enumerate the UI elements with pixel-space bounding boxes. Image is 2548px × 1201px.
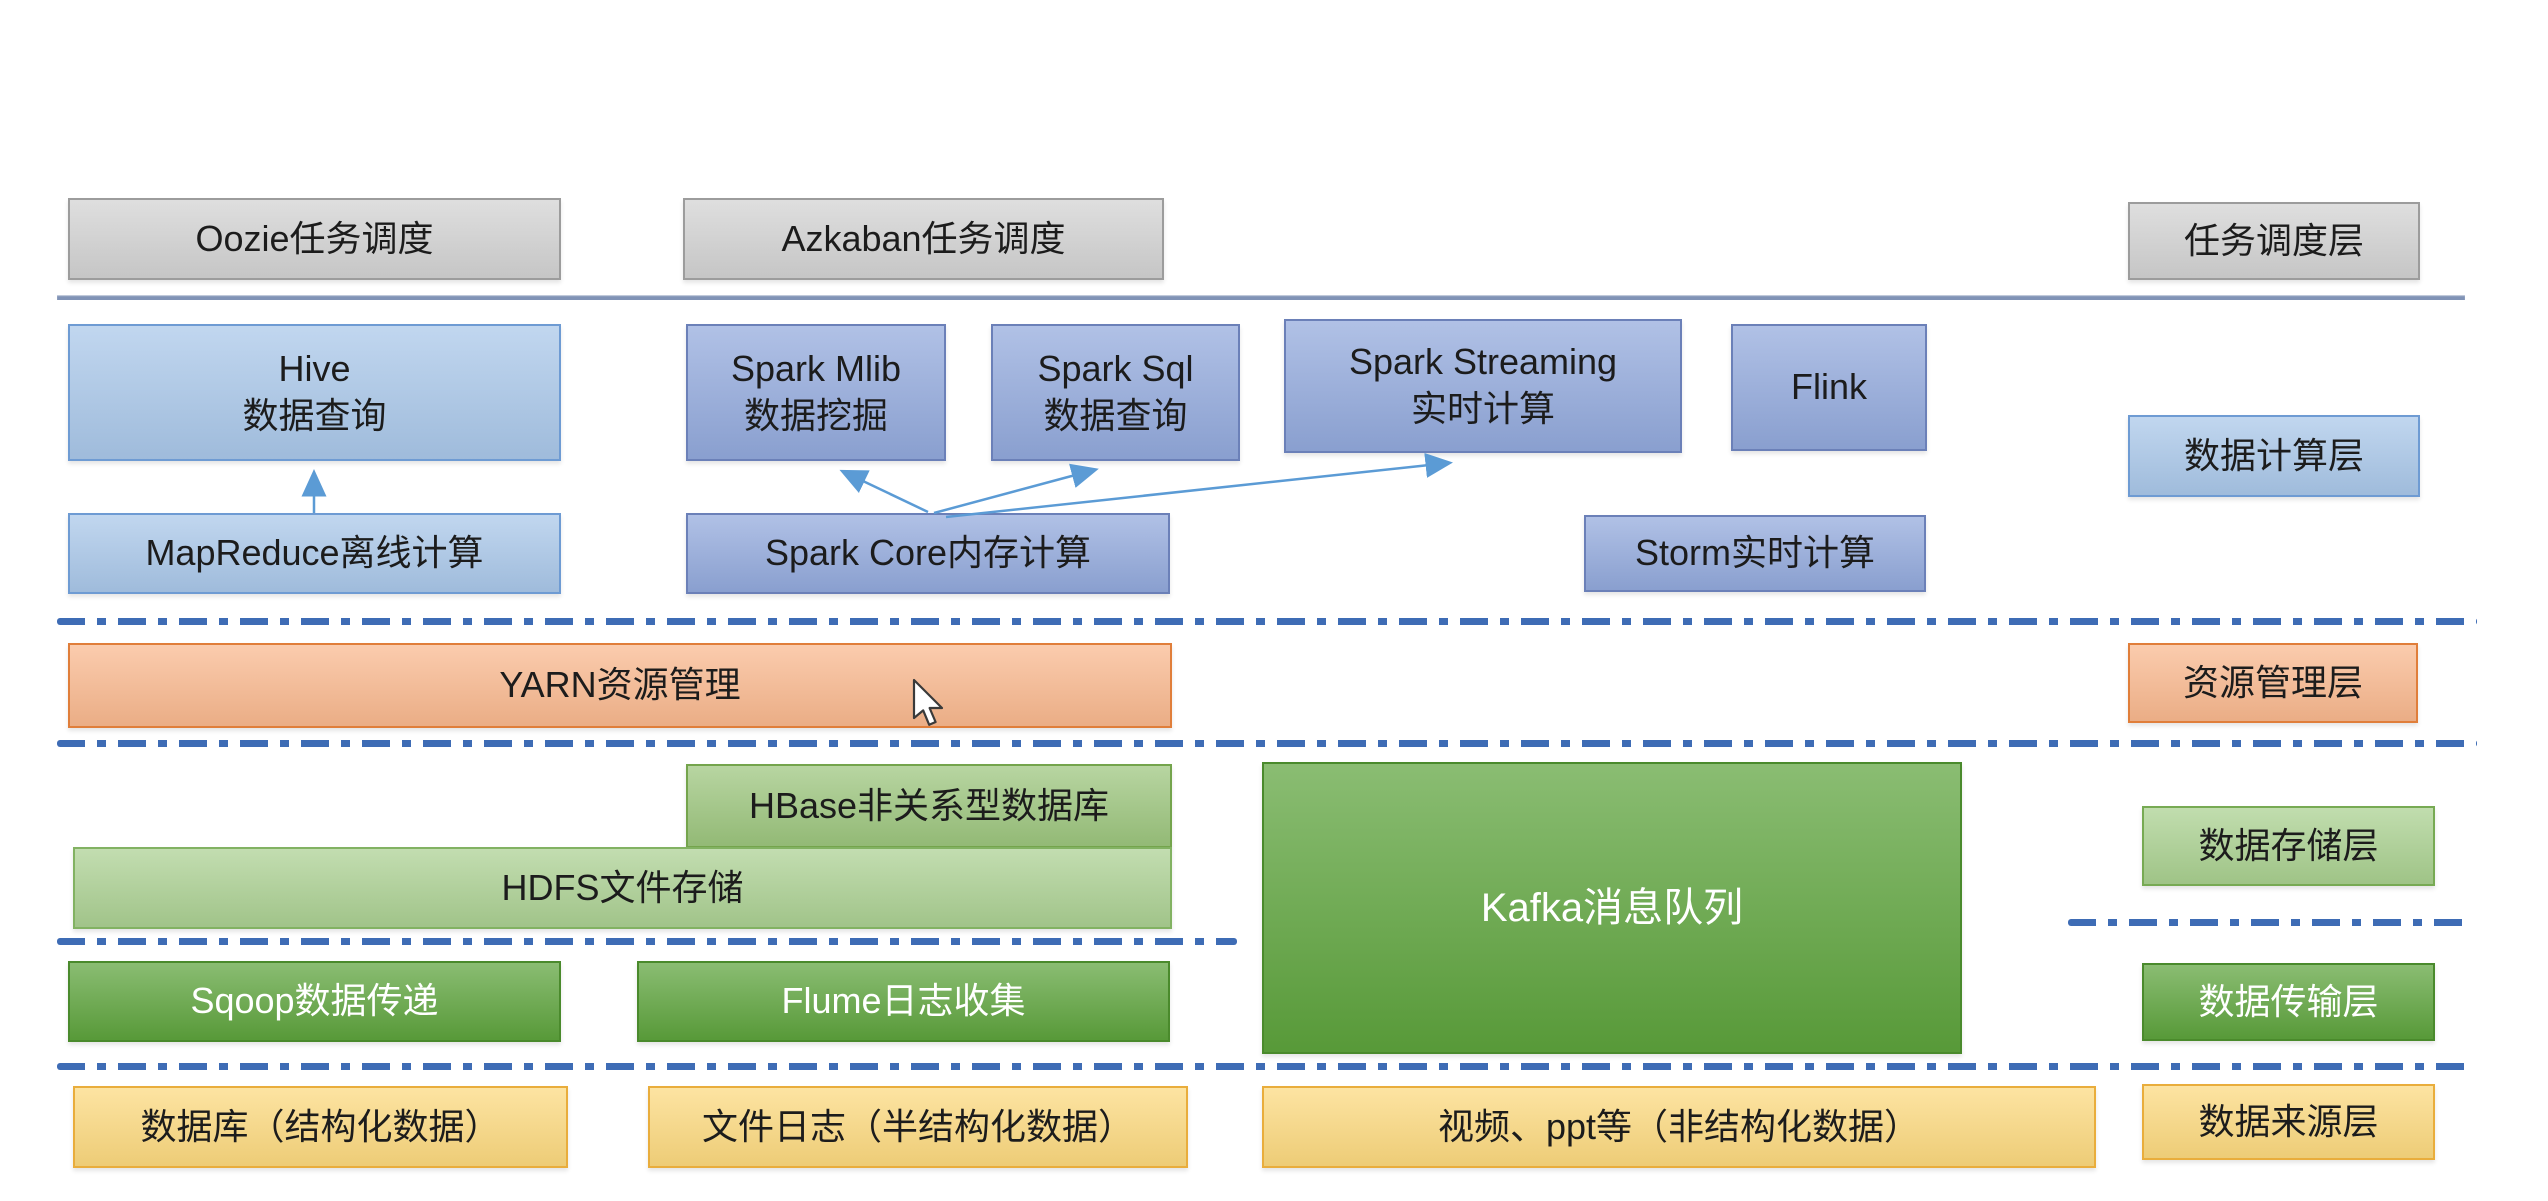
storage-transport-separator-line-right [2068, 919, 2468, 926]
storage-transport-separator-line-left [57, 938, 1237, 945]
storm-box: Storm实时计算 [1584, 515, 1926, 592]
kafka-box: Kafka消息队列 [1262, 762, 1962, 1054]
compute-layer-label-box: 数据计算层 [2128, 415, 2420, 497]
scheduling-compute-separator-line [57, 295, 2465, 300]
flume-box: Flume日志收集 [637, 961, 1170, 1042]
compute-resource-separator-line [57, 618, 2477, 625]
media-source-box: 视频、ppt等（非结构化数据） [1262, 1086, 2096, 1168]
spark-core-box: Spark Core内存计算 [686, 513, 1170, 594]
oozie-box: Oozie任务调度 [68, 198, 561, 280]
transport-source-separator-line [57, 1063, 2470, 1070]
sparkcore-to-mlib-arrow [839, 469, 929, 514]
yarn-box: YARN资源管理 [68, 643, 1172, 728]
sparkcore-to-sql-arrow [933, 463, 1099, 515]
scheduling-layer-label-box: 任务调度层 [2128, 202, 2420, 280]
mapreduce-box: MapReduce离线计算 [68, 513, 561, 594]
hive-box: Hive 数据查询 [68, 324, 561, 461]
hdfs-box: HDFS文件存储 [73, 847, 1172, 929]
spark-sql-box: Spark Sql 数据查询 [991, 324, 1240, 461]
spark-mlib-box: Spark Mlib 数据挖掘 [686, 324, 946, 461]
azkaban-box: Azkaban任务调度 [683, 198, 1164, 280]
resource-layer-label-box: 资源管理层 [2128, 643, 2418, 723]
sparkcore-to-streaming-arrow [945, 452, 1453, 519]
hbase-box: HBase非关系型数据库 [686, 764, 1172, 848]
filelog-source-box: 文件日志（半结构化数据） [648, 1086, 1188, 1168]
spark-streaming-box: Spark Streaming 实时计算 [1284, 319, 1682, 453]
storage-layer-label-box: 数据存储层 [2142, 806, 2435, 886]
transport-layer-label-box: 数据传输层 [2142, 963, 2435, 1041]
resource-storage-separator-line [57, 740, 2477, 747]
sqoop-box: Sqoop数据传递 [68, 961, 561, 1042]
source-layer-label-box: 数据来源层 [2142, 1084, 2435, 1160]
database-source-box: 数据库（结构化数据） [73, 1086, 568, 1168]
flink-box: Flink [1731, 324, 1927, 451]
